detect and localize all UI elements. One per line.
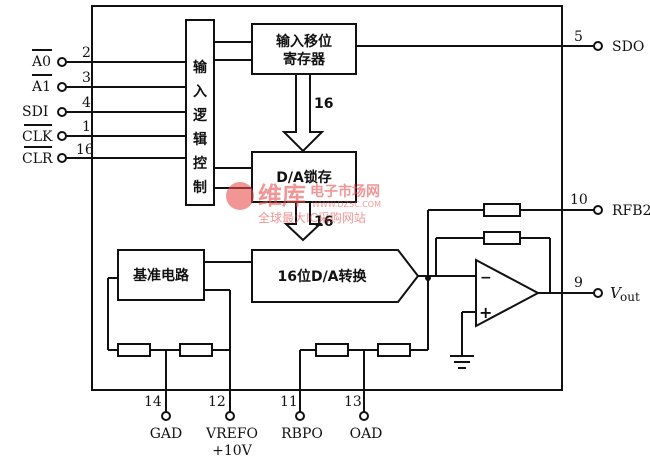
pin-label-clr: CLR: [22, 151, 53, 167]
pin-num-3: 3: [82, 70, 91, 86]
resistor-gad-1: [117, 343, 151, 357]
pin-label-vrefo: VREFO: [205, 426, 258, 442]
shift-register-label-1: 输入移位: [276, 33, 332, 50]
pin-num-4: 4: [82, 95, 91, 111]
pin-label-rfb2: RFB2: [612, 203, 650, 219]
latch-block: [251, 151, 357, 203]
latch-label: D/A锁存: [276, 169, 332, 186]
resistor-feedback: [483, 231, 521, 245]
bus-label-top: 16: [314, 96, 333, 112]
input-logic-char-0: 输: [193, 59, 208, 76]
watermark-tagline: 全球最大IC采购网站: [258, 210, 366, 225]
pin-num-16: 16: [76, 142, 94, 158]
pin-label-gad: GAD: [150, 426, 183, 442]
pin-label-clk: CLK: [22, 129, 53, 145]
pin-num-14: 14: [144, 394, 162, 410]
watermark: 维库 电子市场网 WWW.DZSC.COM 全球最大IC采购网站: [226, 182, 381, 225]
opamp-triangle: [475, 258, 541, 328]
shift-register-label-2: 寄存器: [283, 51, 326, 68]
opamp-plus: +: [479, 303, 492, 322]
watermark-sub: 电子市场网: [310, 183, 380, 200]
opamp-minus: −: [480, 270, 492, 286]
shift-register-block: [251, 23, 357, 75]
bus-arrow-top: [281, 73, 325, 153]
input-logic-char-4: 控: [193, 155, 207, 172]
pin-num-10: 10: [570, 192, 588, 208]
left-pins: [24, 49, 186, 163]
resistor-rbpo: [315, 343, 349, 357]
resistor-rfb2: [483, 203, 521, 217]
bus-label-bottom: 16: [314, 214, 333, 230]
resistor-gad-2: [179, 343, 213, 357]
watermark-brand: 维库: [258, 182, 306, 210]
dac-block: [251, 249, 420, 303]
pin-label-rbpo: RBPO: [281, 426, 323, 442]
pin-label-sdo: SDO: [612, 39, 644, 55]
pin-label-vout-sub: out: [620, 290, 640, 304]
dac-label: 16位D/A转换: [277, 268, 367, 285]
pin-label-sdi: SDI: [22, 104, 48, 120]
pin-num-13: 13: [344, 394, 362, 410]
pin-num-2: 2: [82, 45, 91, 61]
pin-label-a1: A1: [31, 79, 51, 95]
input-logic-char-1: 入: [193, 84, 207, 100]
pin-label-oad: OAD: [350, 426, 383, 442]
pin-label-a0: A0: [31, 54, 51, 70]
reference-label: 基准电路: [133, 267, 190, 284]
bus-arrow-bottom: [283, 201, 323, 242]
pin-num-1: 1: [82, 119, 91, 135]
reference-block: [117, 249, 205, 301]
chip-outline: [91, 5, 563, 391]
pin-num-11: 11: [280, 394, 298, 410]
watermark-logo-icon: [226, 182, 254, 210]
resistor-oad: [377, 343, 411, 357]
input-logic-char-2: 逻: [193, 108, 208, 124]
pin-num-9: 9: [574, 275, 583, 291]
ground-icon: [450, 355, 474, 369]
pin-num-5: 5: [574, 29, 583, 45]
input-logic-char-5: 制: [193, 179, 207, 196]
pin-label-vrefo-value: +10V: [212, 443, 253, 458]
watermark-site: WWW.DZSC.COM: [312, 200, 381, 209]
pin-num-12: 12: [208, 394, 226, 410]
pin-label-vout: V: [610, 284, 623, 302]
input-logic-char-3: 辑: [193, 131, 207, 148]
